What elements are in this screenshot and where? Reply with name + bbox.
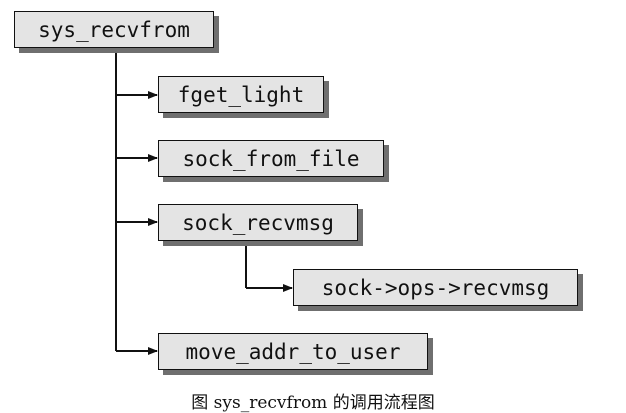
node-sock-ops-recvmsg: sock->ops->recvmsg bbox=[293, 269, 578, 306]
node-move-addr-to-user: move_addr_to_user bbox=[158, 333, 428, 370]
node-sock-from-file: sock_from_file bbox=[158, 140, 384, 177]
node-fget-light: fget_light bbox=[158, 76, 324, 113]
connector-lines bbox=[115, 48, 293, 355]
node-sock-recvmsg: sock_recvmsg bbox=[158, 204, 358, 241]
node-sys-recvfrom: sys_recvfrom bbox=[14, 11, 214, 48]
figure-caption: 图 sys_recvfrom 的调用流程图 bbox=[191, 393, 435, 413]
